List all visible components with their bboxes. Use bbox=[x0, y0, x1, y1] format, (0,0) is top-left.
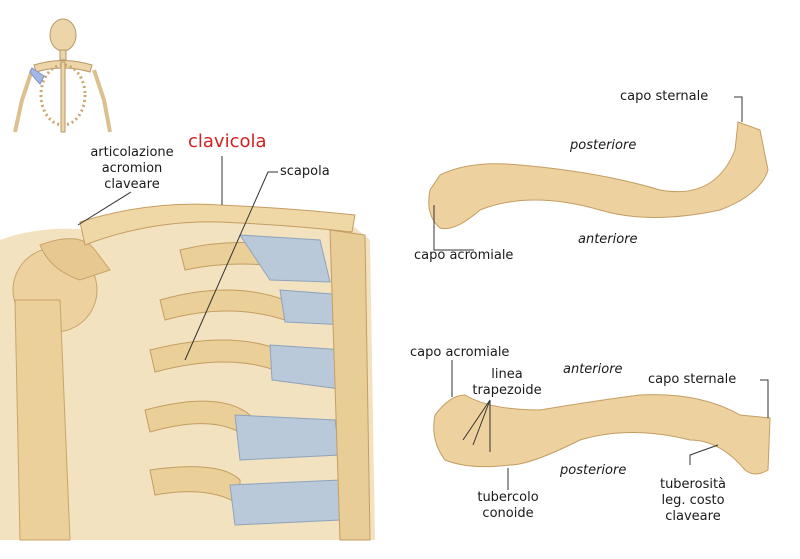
clavicle-title: clavicola bbox=[188, 131, 267, 152]
top-anterior-label: anteriore bbox=[578, 232, 638, 247]
trapezoid-line-label-line: trapezoide bbox=[472, 383, 542, 398]
costoclavicular-tuberosity-label: tuberosità leg. costo claveare bbox=[648, 477, 738, 525]
trapezoid-line-label-line: linea bbox=[491, 367, 523, 382]
costoclavicular-tuberosity-label-line: claveare bbox=[665, 509, 721, 524]
conoid-tubercle-label-line: tubercolo bbox=[477, 490, 539, 505]
shoulder-illustration bbox=[0, 203, 375, 541]
bottom-acromial-end-label: capo acromiale bbox=[410, 345, 510, 360]
trapezoid-line-label: linea trapezoide bbox=[462, 367, 552, 399]
joint-label: articolazione acromion claveare bbox=[80, 145, 184, 193]
scapula-label: scapola bbox=[280, 164, 330, 179]
costoclavicular-tuberosity-label-line: leg. costo bbox=[661, 493, 725, 508]
skeleton-thumbnail bbox=[13, 18, 112, 133]
top-acromial-end-label: capo acromiale bbox=[414, 248, 514, 263]
bottom-posterior-label: posteriore bbox=[560, 463, 627, 478]
conoid-tubercle-label: tubercolo conoide bbox=[470, 490, 546, 522]
bottom-anterior-label: anteriore bbox=[563, 362, 623, 377]
conoid-tubercle-label-line: conoide bbox=[482, 506, 534, 521]
top-sternal-end-label: capo sternale bbox=[620, 89, 709, 104]
bottom-sternal-end-label: capo sternale bbox=[648, 372, 737, 387]
joint-label-line: claveare bbox=[104, 177, 160, 192]
costoclavicular-tuberosity-label-line: tuberosità bbox=[659, 477, 727, 492]
clavicle-bottom-view bbox=[433, 394, 771, 475]
joint-label-line: articolazione bbox=[90, 145, 174, 160]
top-posterior-label: posteriore bbox=[570, 138, 637, 153]
joint-label-line: acromion bbox=[101, 161, 163, 176]
clavicle-top-view bbox=[428, 121, 769, 230]
